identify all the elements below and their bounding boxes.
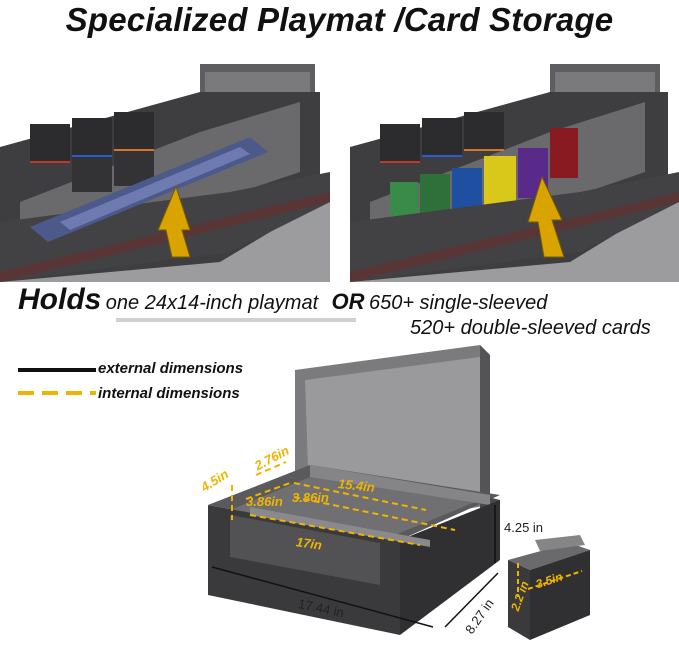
- arrow-icon: [157, 185, 191, 258]
- dimension-diagram: [208, 345, 590, 640]
- dim-width-a: 3.86in: [246, 494, 283, 509]
- length-external-line: [211, 566, 434, 628]
- arrow-icon: [527, 175, 565, 258]
- dim-width-b: 3.86in: [292, 490, 329, 505]
- external-legend-label: external dimensions: [98, 360, 244, 377]
- dim-height-external: 4.25 in: [504, 520, 544, 535]
- cards-option-line2: 520+ double-sleeved cards: [410, 317, 651, 339]
- underline-bar: [116, 318, 356, 322]
- page-title: Specialized Playmat /Card Storage: [65, 1, 614, 38]
- internal-dimension-lines: [231, 461, 456, 546]
- cards-option-line1: 650+ single-sleeved: [368, 292, 548, 314]
- internal-legend-line: [18, 391, 96, 395]
- depth-external-line: [444, 572, 499, 628]
- holds-statement: Holds one 24x14-inch playmat OR 650+ sin…: [18, 283, 547, 317]
- or-label: OR: [331, 289, 365, 314]
- small-box-dimension-lines: [517, 563, 583, 597]
- cards-box-illustration: [350, 64, 679, 282]
- internal-legend-label: internal dimensions: [98, 385, 240, 402]
- external-legend-line: [18, 368, 96, 372]
- playmat-option: one 24x14-inch playmat: [105, 292, 319, 314]
- holds-label: Holds: [18, 283, 102, 316]
- playmat-box-illustration: [0, 64, 330, 282]
